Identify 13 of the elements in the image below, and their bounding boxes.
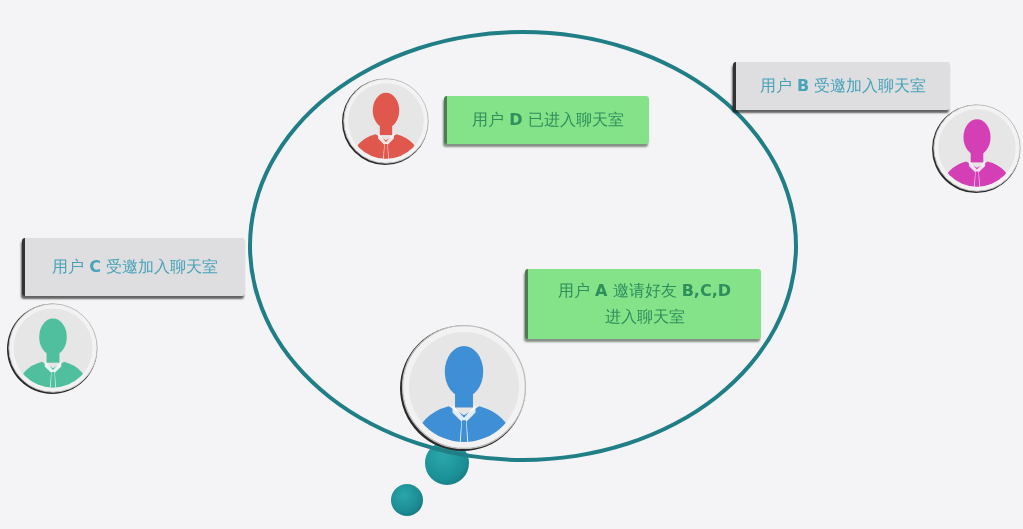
- message-text: 用户 A 邀请好友 B,C,D 进入聊天室: [557, 280, 732, 328]
- message-text: 用户 C 受邀加入聊天室: [52, 256, 218, 278]
- avatar-icon: [342, 77, 430, 165]
- message-text: 用户 D 已进入聊天室: [472, 109, 624, 131]
- avatar-icon: [932, 103, 1022, 193]
- message-card: [525, 269, 761, 339]
- avatar-icon: [7, 302, 99, 394]
- message-card: [444, 96, 649, 144]
- message-card: [733, 62, 950, 110]
- message-card: [22, 238, 245, 296]
- avatar-icon: [400, 323, 528, 451]
- message-text: 用户 B 受邀加入聊天室: [759, 75, 927, 97]
- chat-room-ellipse: [248, 30, 798, 462]
